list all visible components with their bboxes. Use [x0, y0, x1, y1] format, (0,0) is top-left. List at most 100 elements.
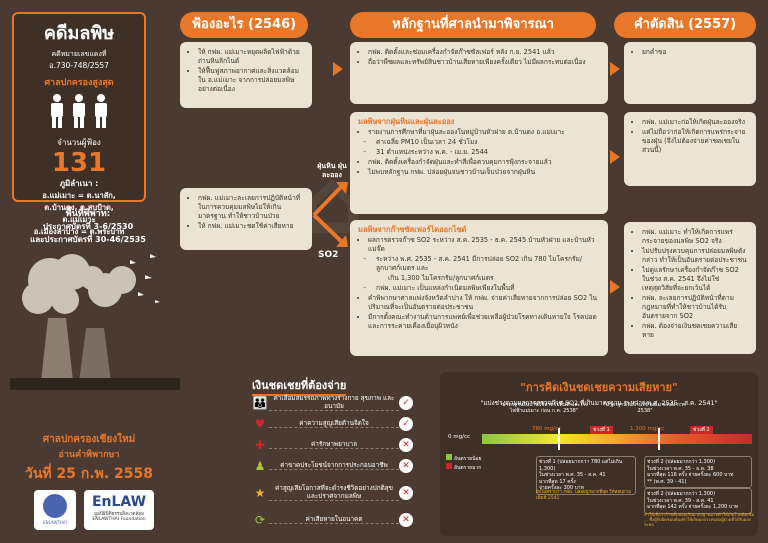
area-line: ประกาศบัตรที่ 3-6/2530	[42, 222, 134, 231]
logo2-sub: มูลนิธินิติธรรมสิ่งแวดล้อม	[94, 512, 144, 517]
dust-item: ไม่พบหลักฐาน กฟผ. ปล่อยฝุ่นจนชาวบ้านเจ็บ…	[368, 168, 600, 177]
lawsuit-box-1: ให้ กฟผ. แม่เมาะหยุดผลิตไฟฟ้าด้วยถ่านหิน…	[180, 42, 312, 108]
so2-gradient-bar	[482, 434, 752, 444]
zone1-marker	[558, 428, 560, 450]
range2b-line: ในช่วงเวลา พ.ศ. 39 - ส.ค. 41	[647, 497, 714, 504]
comp-label: ค่าเสียหายในอนาคต	[269, 515, 399, 525]
so2-item: กฟผ. แม่เมาะ เป็นแหล่งกำเนิดมลพิษเพียงใน…	[368, 284, 600, 293]
range2-note: ทำให้เชื่อว่าก๊าซที่ปล่อยเกินมาตรฐานอาจท…	[644, 512, 754, 527]
comp-row: 👪 ค่าเสื่อมสมรรถภาพทางร่างกาย สุขภาพ และ…	[251, 394, 413, 412]
legend: อันตรายน้อย อันตรายมาก	[446, 454, 481, 472]
location-line: อ.เมืองลำปาง = ต.พระบาท	[33, 227, 125, 236]
verdict-item: แต่ไม่ถือว่าก่อให้เกิดการแพร่กระจายของฝุ…	[642, 128, 748, 155]
header-verdict: คำตัดสิน (2557)	[614, 12, 756, 38]
dust-item: กฟผ. ติดตั้งเครื่องกำจัดฝุ่นและทำสีเพื่อ…	[368, 158, 600, 167]
comp-label: ค่าเสื่อมสมรรถภาพทางร่างกาย สุขภาพ และอน…	[269, 394, 399, 411]
lawsuit-box-2: กฟผ. แม่เมาะละเลยการปฏิบัติหน้าที่ในการค…	[180, 188, 312, 250]
so2-item: ระหว่าง พ.ศ. 2535 - ส.ค. 2541 มีการปล่อย…	[368, 255, 600, 273]
court-name: ศาลปกครองสูงสุด	[44, 78, 114, 88]
range1-line: มากที่สุด 17 ครั้ง	[539, 478, 576, 485]
comp-row: ⟳ ค่าเสียหายในอนาคต ✕	[251, 511, 413, 529]
location-line: ต.บ้านดง, ต.สบป้าด,	[44, 203, 114, 212]
comp-row: ♥ ค่าความสูญเสียด้านจิตใจ ✓	[251, 415, 413, 433]
logo1-text: ENLAWTHAI	[43, 520, 67, 525]
verdict-item: กฟผ. ต้องจ่ายเงินชดเชยความเสียหาย	[642, 322, 748, 340]
evidence-item: ถือว่าพืชผลและทรัพย์สินชาวบ้านเสียหายเพี…	[368, 58, 600, 67]
plaintiffs-count: 131	[51, 148, 107, 178]
dust-item: 31 ตำแหน่งระหว่าง พ.ค. - เม.ย. 2544	[368, 148, 600, 157]
lawsuit-item: ให้ กฟผ. แม่เมาะชดใช้ค่าเสียหาย	[198, 222, 304, 231]
comp-label: ค่าสูญเสียโอกาสที่จะดำรงชีวิตอย่างปกติสุ…	[269, 484, 399, 501]
so2-evidence-box: มลพิษจากก๊าซซัลเฟอร์ไดออกไซด์ ผลการตรวจก…	[350, 220, 608, 356]
range2a-line: ** (พ.ศ. 39 - 41)	[647, 478, 687, 485]
range2a-line: ในช่วงเวลา พ.ศ. 35 - ธ.ค. 38	[647, 465, 714, 472]
disputed-area: พื้นที่พิพาท: ประกาศบัตรที่ 3-6/2530 และ…	[18, 206, 158, 246]
stars-icon: ★	[254, 486, 266, 500]
so2-label: SO2	[318, 250, 339, 260]
criteria-subtitle: "แบ่งช่วงตามผลการตรวจก๊าซ SO2 ที่เกินมาต…	[480, 399, 718, 407]
verdict-item: กฟผ. ละเลยการปฏิบัติหน้าที่ตามกฎหมายที่ท…	[642, 294, 748, 321]
lower-court-info: ศาลปกครองเชียงใหม่ อ่านคำพิพากษา วันที่ …	[14, 432, 164, 485]
dust-label: ฝุ่นหิน ฝุ่นละออง	[317, 162, 347, 179]
range2b-line: มากที่สุด 142 ครั้ง จ่ายครั้งละ 1,200 บา…	[647, 504, 739, 510]
range1-line: ในช่วงเวลา พ.ศ. 35 - ส.ค. 41	[539, 472, 606, 478]
so2-item: มีการตั้งคณะทำงานด้านการแพทย์เพื่อช่วยเห…	[368, 313, 600, 331]
comp-row: ✚ ค่ารักษาพยาบาล ✕	[251, 436, 413, 454]
note-780: "มาตรฐานในบ้านใช้สำหรับพื้นที่ และโรงไฟฟ…	[500, 402, 588, 414]
so2-verdict-box: กฟผ. แม่เมาะ ทำให้เกิดการแพร่กระจายของมล…	[624, 222, 756, 354]
lawsuit-item: ให้ฟื้นฟูสภาพอากาศและสิ่งแวดล้อมใน อ.แม่…	[198, 67, 304, 94]
note-1300: "มาตรฐานในบ้านใช้ แม่เมาะหลัง ก.ค. 2538"	[603, 402, 687, 414]
people-icon: 👪	[252, 396, 268, 410]
range2b-box: ช่วงที่ 2 (ปล่อยมากกว่า 1,300) ในช่วงเวล…	[644, 488, 752, 514]
so2-item: คำพิพากษาศาลแพ่งจังหวัดลำปาง ให้ กฟผ. จ่…	[368, 294, 600, 312]
arrow-right-icon	[610, 280, 620, 294]
criteria-panel: "การคิดเงินชดเชยความเสียหาย" "แบ่งช่วงตา…	[440, 372, 758, 536]
logo2-text: EnLAW	[91, 494, 147, 510]
lawsuit-item: กฟผ. แม่เมาะละเลยการปฏิบัติหน้าที่ในการค…	[198, 194, 304, 221]
range2a-box: ช่วงที่ 2 (ปล่อยมากกว่า 1,300) ในช่วงเวล…	[644, 456, 752, 488]
logo2-en: ENLAWTHAI Foundation	[92, 517, 146, 522]
cross-icon: ✕	[399, 459, 413, 473]
range2a-line: มากที่สุด 116 ครั้ง จ่ายครั้งละ 600 บาท	[647, 472, 734, 478]
location-line: ต.แม่เมาะ	[62, 215, 96, 224]
verdict-item: ไม่ปรับปรุงควบคุมการปล่อยมลพิษดังกล่าว ท…	[642, 247, 748, 265]
area-line: และประกาศบัตรที่ 30-46/2535	[30, 235, 146, 244]
verdict-item: กฟผ. แม่เมาะ ทำให้เกิดการแพร่กระจายของมล…	[642, 228, 748, 246]
arrow-right-icon	[610, 62, 620, 76]
arrow-right-icon	[610, 150, 620, 164]
cross-icon: ✕	[399, 513, 413, 527]
range1-note: ยังไม่ทราบว่า กฟผ. ปล่อยถูกมากที่สุด ให้…	[536, 490, 632, 501]
enlawthai-logo: ENLAWTHAI	[34, 490, 76, 530]
heart-icon: ♥	[254, 417, 266, 431]
mark-1300: 1,300 mg/cc	[630, 426, 665, 432]
legend-safe-swatch	[446, 454, 452, 460]
branch-arrows	[312, 182, 348, 247]
cross-icon: ✕	[399, 486, 413, 500]
plaintiffs-label: จำนวนผู้ฟ้อง	[57, 138, 101, 147]
so2-section-title: มลพิษจากก๊าซซัลเฟอร์ไดออกไซด์	[358, 225, 467, 234]
refresh-icon: ⟳	[254, 513, 266, 527]
worker-icon: ♟	[254, 459, 266, 473]
zone2-marker	[658, 428, 660, 450]
check-icon: ✓	[399, 417, 413, 431]
dust-evidence-box: มลพิษจากฝุ่นหินและฝุ่นละออง รายงานการศึก…	[350, 112, 608, 214]
scale-start: 0 mg/cc	[448, 434, 470, 440]
dust-item: รายงานการศึกษาที่มาฝุ่นละอองในหมู่บ้านหั…	[368, 128, 600, 137]
cross-icon: ✕	[399, 438, 413, 452]
power-plant-illustration	[10, 240, 180, 390]
verdict-item: ยกคำขอ	[642, 48, 748, 57]
location-line: อ.แม่เมาะ = ต.นาสัก,	[42, 191, 116, 200]
dust-section-title: มลพิษจากฝุ่นหินและฝุ่นละออง	[358, 117, 455, 126]
enlaw-foundation-logo: EnLAW มูลนิธินิติธรรมสิ่งแวดล้อม ENLAWTH…	[84, 490, 154, 530]
so2-item: เกิน 1,300 ไมโครกรัม/ลูกบาศก์เมตร	[388, 274, 494, 282]
verdict-item: ไม่ดูแลรักษาเครื่องกำจัดก๊าซ SO2 ในช่วง …	[642, 266, 748, 293]
legend-safe: อันตรายน้อย	[454, 456, 482, 462]
case-info-panel: คดีมลพิษ คดีหมายเลขแดงที่ อ.730-748/2557…	[12, 12, 146, 236]
location-label: ภูมิลำเนา :	[59, 179, 99, 188]
zone1-label: ช่วงที่ 1	[590, 426, 613, 434]
evidence-box-1: กฟผ. ติดตั้งและซ่อมเครื่องกำจัดก๊าซซัลเฟ…	[350, 42, 608, 104]
comp-label: ค่าขาดประโยชน์จากการประกอบอาชีพ	[269, 461, 399, 471]
lower-court-name: ศาลปกครองเชียงใหม่	[42, 434, 136, 445]
dust-item: ค่าเฉลี่ย PM10 เป็นเวลา 24 ชั่วโมง	[368, 138, 600, 147]
comp-label: ค่าความสูญเสียด้านจิตใจ	[269, 419, 399, 429]
